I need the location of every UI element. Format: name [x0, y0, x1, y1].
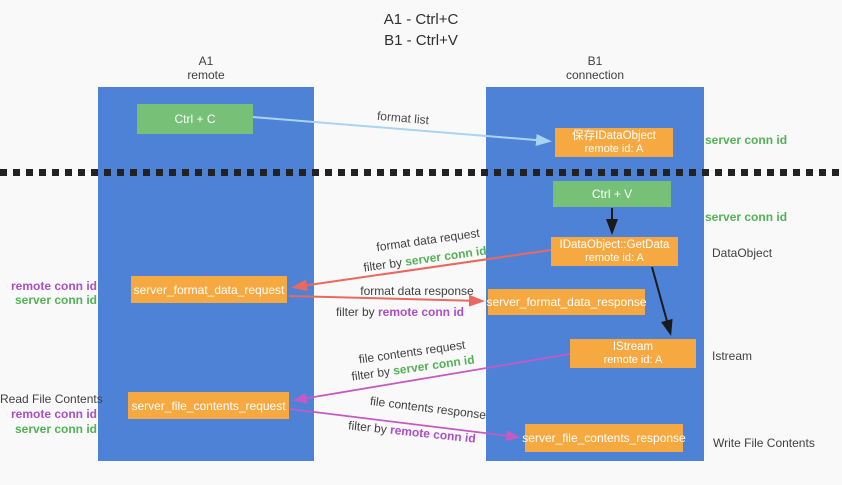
diagram-title: A1 - Ctrl+C B1 - Ctrl+V	[0, 9, 842, 51]
server-format-data-response-node: server_format_data_response	[486, 289, 647, 315]
filter-by-remote-conn-id-label-2: filter by remote conn id	[342, 418, 483, 447]
title-line-1: A1 - Ctrl+C	[383, 11, 459, 28]
server-file-contents-request-label: server_file_contents_request	[131, 398, 286, 413]
ctrl-c-node: Ctrl + C	[137, 104, 253, 134]
filter-by-text: filter by	[347, 418, 388, 437]
left-column-header: A1 remote	[98, 54, 314, 82]
server-format-data-request-label: server_format_data_request	[133, 282, 285, 297]
format-list-label: format list	[376, 108, 430, 128]
server-conn-id-label-2: server conn id	[14, 422, 97, 436]
dataobject-label: DataObject	[712, 246, 773, 260]
server-format-data-request-node: server_format_data_request	[131, 276, 287, 303]
save-idataobject-node: 保存IDataObject remote id: A	[555, 128, 673, 157]
remote-conn-id-label-1: remote conn id	[10, 279, 97, 293]
format-data-response-label: format data response	[360, 284, 474, 298]
file-contents-response-label: file contents response	[369, 393, 487, 423]
istream-side-label: Istream	[712, 349, 753, 363]
ctrl-v-node: Ctrl + V	[553, 181, 671, 207]
remote-conn-id-label-2: remote conn id	[10, 407, 97, 421]
right-column-header: B1 connection	[486, 54, 704, 82]
server-file-contents-request-node: server_file_contents_request	[128, 392, 289, 419]
remote-conn-id-text: remote conn id	[389, 422, 477, 446]
server-conn-id-label-mid: server conn id	[705, 210, 788, 224]
filter-by-text: filter by	[362, 255, 403, 275]
getdata-subtitle: remote id: A	[585, 251, 644, 264]
server-format-data-response-label: server_format_data_response	[486, 295, 647, 309]
write-file-contents-label: Write File Contents	[713, 436, 815, 450]
getdata-node: IDataObject::GetData remote id: A	[551, 237, 678, 266]
left-column-name: A1	[198, 54, 214, 68]
filter-by-remote-conn-id-label-1: filter by remote conn id	[330, 305, 470, 319]
title-line-2: B1 - Ctrl+V	[384, 32, 458, 49]
filter-by-text: filter by	[350, 364, 391, 384]
right-column-role: connection	[565, 68, 625, 82]
format-request-conn-ids: remote conn id server conn id	[0, 279, 97, 307]
server-conn-id-label-1: server conn id	[14, 293, 97, 307]
ctrl-v-label: Ctrl + V	[591, 187, 633, 201]
left-column-role: remote	[187, 68, 225, 82]
read-file-contents-label: Read File Contents	[0, 392, 103, 406]
save-idataobject-title: 保存IDataObject	[572, 129, 656, 142]
server-file-contents-response-label: server_file_contents_response	[522, 431, 686, 445]
remote-conn-id-text: remote conn id	[378, 305, 465, 319]
getdata-title: IDataObject::GetData	[559, 238, 670, 251]
ctrl-c-label: Ctrl + C	[174, 112, 216, 126]
filter-by-text: filter by	[335, 305, 375, 319]
istream-title: IStream	[612, 340, 654, 353]
right-column-name: B1	[587, 54, 603, 68]
dashed-separator-line	[0, 169, 842, 176]
server-file-contents-response-node: server_file_contents_response	[522, 424, 686, 452]
file-request-side-labels: Read File Contents remote conn id server…	[0, 392, 103, 437]
save-idataobject-subtitle: remote id: A	[584, 142, 644, 155]
server-conn-id-label-top: server conn id	[705, 133, 788, 147]
istream-subtitle: remote id: A	[603, 353, 663, 366]
istream-node: IStream remote id: A	[570, 339, 696, 368]
